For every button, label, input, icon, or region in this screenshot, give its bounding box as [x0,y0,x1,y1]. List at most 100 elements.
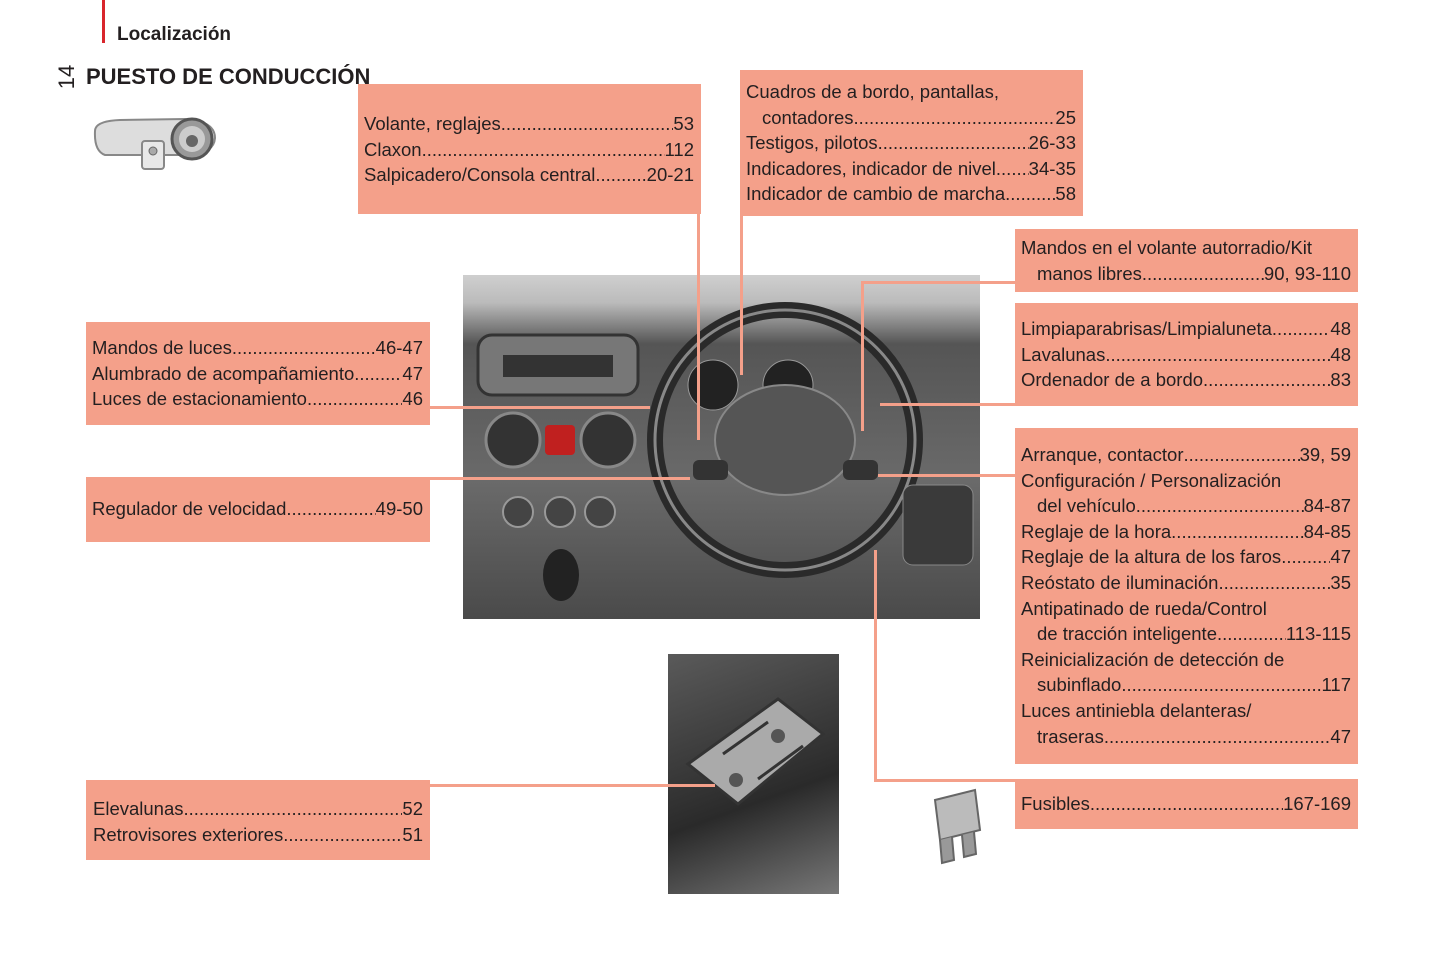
index-entry[interactable]: Mandos de luces 46-47 [92,335,423,361]
callout-volante: Volante, reglajes 53 Claxon 112 Salpicade… [358,84,701,214]
index-entry[interactable]: traseras47 [1021,724,1351,750]
index-entry[interactable]: Arranque, contactor 39, 59 [1021,442,1351,468]
dot-leader [595,162,646,188]
entry-page: 51 [402,823,423,845]
entry-label: Luces de estacionamiento [92,388,307,410]
entry-label: Reóstato de iluminación [1021,571,1219,593]
callout-luces: Mandos de luces 46-47 Alumbrado de acomp… [86,322,430,425]
index-entry[interactable]: Elevalunas 52 [93,796,423,822]
dot-leader [1136,493,1304,519]
dot-leader [354,361,402,387]
entry-label: Retrovisores exteriores [93,823,284,845]
entry-label: Mandos de luces [92,337,232,358]
entry-page: 52 [402,798,423,819]
dot-leader [1171,519,1304,545]
entry-heading: Configuración / Personalización [1021,469,1282,491]
fuse-icon [933,788,982,865]
entry-label: Fusibles [1021,793,1090,814]
entry-heading: Mandos en el volante autorradio/Kit [1021,237,1313,258]
index-entry[interactable]: Indicadores, indicador de nivel34-35 [746,156,1076,182]
entry-heading: Luces antiniebla delanteras/ [1021,699,1252,721]
entry-page: 84-85 [1303,520,1351,542]
index-entry[interactable]: Salpicadero/Consola central20-21 [364,162,694,188]
entry-page: 20-21 [646,164,694,186]
index-entry[interactable]: manos libres 90, 93-110 [1021,261,1351,287]
entry-label: subinflado [1037,674,1122,696]
entry-label: traseras [1037,725,1104,747]
dot-leader [854,105,1056,131]
index-entry[interactable]: Retrovisores exteriores 51 [93,822,423,848]
entry-label: Elevalunas [93,798,184,819]
entry-label: Reglaje de la altura de los faros [1021,546,1282,568]
dot-leader [1104,724,1331,750]
leader-line [429,406,650,409]
car-cockpit-icon [93,117,217,170]
dot-leader [283,822,402,848]
entry-page: 112 [664,138,695,160]
index-entry[interactable]: Reglaje de la hora 84-85 [1021,519,1351,545]
index-entry[interactable]: Reglaje de la altura de los faros47 [1021,544,1351,570]
callout-regulador: Regulador de velocidad 49-50 [86,477,430,542]
index-entry[interactable]: subinflado 117 [1021,672,1351,698]
entry-heading: Cuadros de a bordo, pantallas, [746,81,1000,102]
entry-page: 90, 93-110 [1263,262,1351,284]
dot-leader [1142,261,1264,287]
dot-leader [996,156,1029,182]
index-entry[interactable]: Testigos, pilotos 26-33 [746,130,1076,156]
leader-line [740,215,743,375]
entry-page: 46-47 [375,337,423,358]
index-entry[interactable]: del vehículo 84-87 [1021,493,1351,519]
entry-page: 49-50 [375,498,423,519]
index-entry[interactable]: Ordenador de a bordo 83 [1021,367,1351,393]
dot-leader [1217,621,1286,647]
index-entry[interactable]: Indicador de cambio de marcha 58 [746,181,1076,207]
entry-label: Ordenador de a bordo [1021,369,1204,391]
index-entry[interactable]: de tracción inteligente 113-115 [1021,621,1351,647]
dot-leader [422,137,665,163]
entry-page: 39, 59 [1299,444,1351,465]
entry-label: Alumbrado de acompañamiento [92,362,355,384]
entry-page: 48 [1330,343,1351,365]
window-switch-photo [668,654,839,894]
page-number: 14 [54,64,79,90]
entry-page: 35 [1330,571,1351,593]
dashboard-photo [463,275,980,619]
leader-line [429,784,715,787]
index-entry[interactable]: Lavalunas 48 [1021,342,1351,368]
entry-label: Volante, reglajes [364,113,501,134]
section-marker [102,0,105,43]
section-title: Localización [117,24,232,45]
index-entry[interactable]: Regulador de velocidad 49-50 [92,496,423,522]
callout-limpia: Limpiaparabrisas/Limpialuneta48 Lavaluna… [1015,303,1358,406]
entry-page: 53 [673,113,694,134]
index-entry[interactable]: contadores25 [746,105,1076,131]
dot-leader [1005,181,1055,207]
entry-page: 117 [1321,674,1352,696]
entry-label: Reglaje de la hora [1021,520,1172,542]
index-entry[interactable]: Luces de estacionamiento46 [92,386,423,412]
leader-line [861,281,1015,284]
entry-heading: Antipatinado de rueda/Control [1021,597,1267,619]
entry-label: Regulador de velocidad [92,498,287,519]
leader-line [880,403,1015,406]
index-entry[interactable]: Fusibles 167-169 [1021,791,1351,817]
leader-line [878,474,1015,477]
entry-label: Testigos, pilotos [746,132,878,154]
entry-label: Arranque, contactor [1021,444,1184,465]
dot-leader [184,796,403,822]
entry-label: de tracción inteligente [1037,623,1217,645]
leader-line [697,213,700,440]
callout-elevalunas: Elevalunas 52 Retrovisores exteriores 51 [86,780,430,860]
index-entry[interactable]: Volante, reglajes 53 [364,111,694,137]
page-title: PUESTO DE CONDUCCIÓN [86,64,371,89]
leader-line [429,477,690,480]
index-entry[interactable]: Claxon 112 [364,137,694,163]
entry-page: 58 [1055,183,1076,205]
dot-leader [878,130,1029,156]
callout-cuadros: Cuadros de a bordo, pantallas, contadore… [740,70,1083,216]
entry-page: 26-33 [1028,132,1076,154]
index-entry[interactable]: Limpiaparabrisas/Limpialuneta48 [1021,316,1351,342]
dot-leader [307,386,402,412]
index-entry[interactable]: Reóstato de iluminación 35 [1021,570,1351,596]
index-entry[interactable]: Alumbrado de acompañamiento47 [92,361,423,387]
